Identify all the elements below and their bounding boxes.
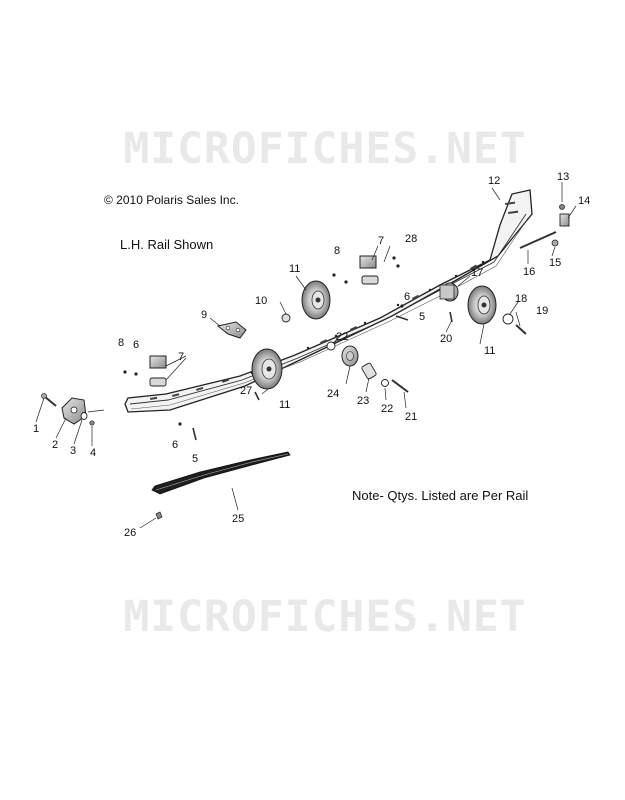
callout-7a: 7 xyxy=(178,351,184,363)
callout-24: 24 xyxy=(327,388,339,400)
callout-14: 14 xyxy=(578,195,590,207)
qty-note: Note- Qtys. Listed are Per Rail xyxy=(352,488,529,503)
idler-wheel-front xyxy=(251,348,283,390)
rail-shown-note: L.H. Rail Shown xyxy=(120,237,214,252)
bracket-9 xyxy=(216,321,247,339)
fastener-6-left xyxy=(134,372,138,376)
fastener-8-right xyxy=(332,273,336,277)
copyright-text: © 2010 Polaris Sales Inc. xyxy=(104,193,239,207)
washer-22-lower xyxy=(381,379,389,387)
watermark-top: MICROFICHES.NET xyxy=(123,124,527,174)
bushing-24 xyxy=(341,345,359,367)
callout-16: 16 xyxy=(523,266,535,278)
callout-22a: 22 xyxy=(336,331,348,343)
callout-5b: 5 xyxy=(419,311,425,323)
callout-22b: 22 xyxy=(381,403,393,415)
washer-3 xyxy=(80,412,88,420)
bolt-27 xyxy=(254,391,260,401)
spring-block-left xyxy=(149,355,167,387)
callout-7b: 7 xyxy=(378,235,384,247)
callout-6b: 6 xyxy=(172,439,178,451)
callout-11b: 11 xyxy=(279,399,290,411)
nut-4 xyxy=(89,420,95,426)
fastener-28b xyxy=(396,264,400,268)
bolt-19 xyxy=(515,324,527,335)
callout-21: 21 xyxy=(405,411,417,423)
callout-2: 2 xyxy=(52,439,58,451)
callout-12: 12 xyxy=(488,175,500,187)
clip-14 xyxy=(559,213,570,227)
callout-17: 17 xyxy=(471,267,483,279)
callout-13: 13 xyxy=(557,171,569,183)
callout-26: 26 xyxy=(124,527,136,539)
nut-15 xyxy=(551,239,559,247)
screw-13 xyxy=(559,204,565,210)
front-bumper-block xyxy=(61,397,87,425)
bolt-5-b xyxy=(395,315,409,321)
callout-5a: 5 xyxy=(192,453,198,465)
callout-27: 27 xyxy=(240,385,252,397)
bolt-5-a xyxy=(192,427,197,441)
idler-wheel-middle xyxy=(301,280,331,320)
fastener-28a xyxy=(392,256,396,260)
screw-26 xyxy=(155,511,163,520)
callout-25: 25 xyxy=(232,513,244,525)
callout-3: 3 xyxy=(70,445,76,457)
bolt-1 xyxy=(41,393,57,407)
callout-8b: 8 xyxy=(334,245,340,257)
washer-22-upper xyxy=(326,341,336,351)
callout-23: 23 xyxy=(357,395,369,407)
callout-18: 18 xyxy=(515,293,527,305)
callout-1: 1 xyxy=(33,423,39,435)
callout-11c: 11 xyxy=(484,345,495,357)
callout-19: 19 xyxy=(536,305,548,317)
callout-28: 28 xyxy=(405,233,417,245)
bolt-16 xyxy=(519,231,557,249)
wear-strip xyxy=(151,451,291,495)
spacer-10 xyxy=(281,313,291,323)
callout-8a: 8 xyxy=(118,337,124,349)
callout-numbers: 1 2 5 5 6 6 6 7 7 8 8 9 10 11 11 11 12 1… xyxy=(33,171,590,539)
fastener-6-b xyxy=(400,304,404,308)
fastener-6-a xyxy=(178,422,182,426)
callout-6c: 6 xyxy=(404,291,410,303)
callout-10: 10 xyxy=(255,295,267,307)
slide-rail xyxy=(124,189,533,413)
callout-4: 4 xyxy=(90,447,96,459)
callout-9: 9 xyxy=(201,309,207,321)
fastener-8-left xyxy=(123,370,127,374)
watermark-bottom: MICROFICHES.NET xyxy=(123,592,527,642)
spring-block-right xyxy=(359,255,379,285)
callout-11a: 11 xyxy=(289,263,300,275)
axle-assembly-17 xyxy=(439,282,459,302)
fastener-6-right xyxy=(344,280,348,284)
leader-lines xyxy=(35,182,577,529)
bolt-21 xyxy=(391,379,409,393)
callout-20: 20 xyxy=(440,333,452,345)
spacer-23 xyxy=(361,362,377,380)
idler-wheel-rear xyxy=(467,285,497,325)
callout-15: 15 xyxy=(549,257,561,269)
washer-18 xyxy=(502,313,514,325)
callout-6a: 6 xyxy=(133,339,139,351)
